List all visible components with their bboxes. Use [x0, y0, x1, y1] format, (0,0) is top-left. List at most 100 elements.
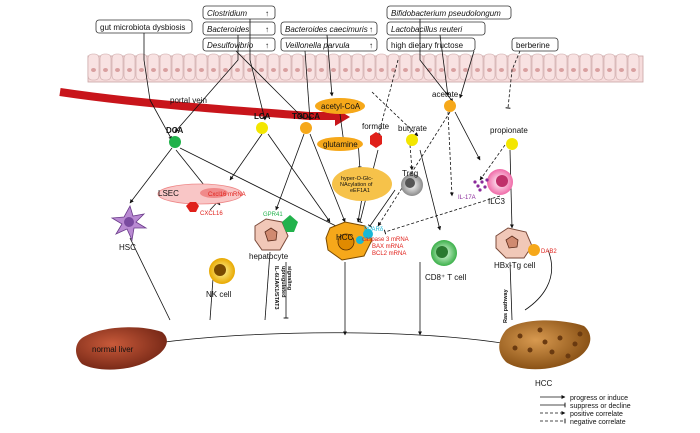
legend-item: suppress or decline: [570, 403, 631, 410]
villus-nucleus: [199, 68, 204, 72]
acetate-label: acetate: [432, 90, 459, 99]
berberine-label: berberine: [516, 41, 550, 50]
tumor-nodule: [549, 349, 555, 355]
tumor-nodule: [512, 345, 518, 351]
up-arrow: ↑: [265, 9, 269, 18]
cxcl16-mrna-label: Cxcl16 mRNA: [208, 192, 246, 198]
desulfovibrio-label: Desulfovibrio: [207, 41, 254, 50]
formate-node: [370, 132, 382, 148]
villus: [147, 53, 160, 81]
hcc-liver: [499, 320, 591, 370]
villus: [231, 53, 244, 81]
hcc-cell: [325, 221, 373, 261]
legend-item: positive correlate: [570, 411, 623, 418]
hcc-liver-label: HCC: [535, 379, 553, 388]
cxcl16-label: CXCL16: [200, 211, 223, 217]
nk-cell: [209, 258, 235, 284]
tumor-nodule: [572, 341, 578, 347]
propionate-label: propionate: [490, 126, 528, 135]
bax-label: BAX mRNA: [372, 244, 403, 250]
lca-label: LCA: [254, 112, 271, 121]
villus: [591, 53, 604, 81]
acetyl-coa-node: [315, 98, 365, 114]
villus: [471, 53, 484, 81]
villus: [159, 53, 172, 81]
bifido-label: Bifidobacterium pseudolongum: [391, 9, 501, 18]
nk-label: NK cell: [206, 290, 232, 299]
villus: [519, 53, 532, 81]
villus: [387, 53, 400, 81]
acetyl-coa-label: acetyl-CoA: [321, 102, 361, 111]
dca-label: DCA: [166, 126, 184, 135]
villus: [411, 53, 424, 81]
legend: progress or induce suppress or decline p…: [540, 395, 631, 426]
hsc-cell: [110, 204, 148, 242]
villus: [543, 53, 556, 81]
hyper-label-2: NAcylation of: [340, 182, 373, 188]
villus-nucleus: [259, 68, 264, 72]
tumor-nodule: [577, 331, 583, 337]
box-lacto: Lactobacillus reuteri: [386, 21, 486, 36]
villus-nucleus: [475, 68, 480, 72]
hcc-cell-label: HCC: [336, 233, 354, 242]
b-caecimuris-label: Bacteroides caecimuris: [285, 25, 368, 34]
villus-nucleus: [283, 68, 288, 72]
up-arrow: ↑: [369, 41, 373, 50]
villus-nucleus: [355, 68, 360, 72]
box-veillonella: Veillonella parvula ↑: [280, 37, 378, 52]
tumor-nodule: [517, 333, 523, 339]
lsec-cell: [157, 183, 243, 212]
lca-node: [256, 122, 268, 134]
villus-nucleus: [139, 68, 144, 72]
tcdca-node: [300, 122, 312, 134]
villus: [219, 53, 232, 81]
normal-liver: [76, 327, 167, 370]
villus-nucleus: [163, 68, 168, 72]
villus-nucleus: [631, 68, 636, 72]
fructose-label: high dietary fructose: [391, 41, 464, 50]
hbx-cell: [495, 227, 540, 259]
villus-nucleus: [523, 68, 528, 72]
villus: [363, 53, 376, 81]
villus-nucleus: [295, 68, 300, 72]
treg-label: Treg: [402, 169, 418, 178]
villus-nucleus: [115, 68, 120, 72]
cd8-label: CD8⁺ T cell: [425, 273, 466, 282]
bacteroides-label: Bacteroides: [207, 25, 249, 34]
villus-nucleus: [547, 68, 552, 72]
tumor-nodule: [527, 347, 533, 353]
hbx-label: HBx-Tg cell: [494, 261, 536, 270]
ppar-label: PPARδ: [364, 227, 384, 233]
up-arrow: ↑: [369, 25, 373, 34]
villus-nucleus: [379, 68, 384, 72]
villus: [327, 53, 340, 81]
normal-liver-label: normal liver: [92, 345, 134, 354]
legend-item: progress or induce: [570, 395, 628, 402]
villus-nucleus: [175, 68, 180, 72]
villus: [207, 53, 220, 81]
villus: [375, 53, 388, 81]
villus: [195, 53, 208, 81]
villus: [99, 53, 112, 81]
portal-vein-label: portal vein: [170, 96, 207, 105]
tcdca-label: TCDCA: [292, 112, 320, 121]
glutamine-node: [317, 137, 363, 151]
villus-nucleus: [91, 68, 96, 72]
upregulated-label: upregulated: [280, 266, 286, 297]
villus-nucleus: [403, 68, 408, 72]
villus-nucleus: [595, 68, 600, 72]
ilc3-cell: [473, 169, 513, 195]
villus: [483, 53, 496, 81]
villus: [615, 53, 628, 81]
villus: [351, 53, 364, 81]
villus-nucleus: [235, 68, 240, 72]
il17-label: IL-17A: [458, 195, 476, 201]
gut-dysbiosis-label: gut microbiota dysbiosis: [100, 23, 185, 32]
hepatocyte-cell: [254, 215, 298, 251]
villus: [339, 53, 352, 81]
villus: [183, 53, 196, 81]
box-bacteroides: Bacteroides ↑: [202, 21, 276, 36]
propionate-node: [506, 138, 518, 150]
villus-nucleus: [127, 68, 132, 72]
villus: [243, 53, 256, 81]
